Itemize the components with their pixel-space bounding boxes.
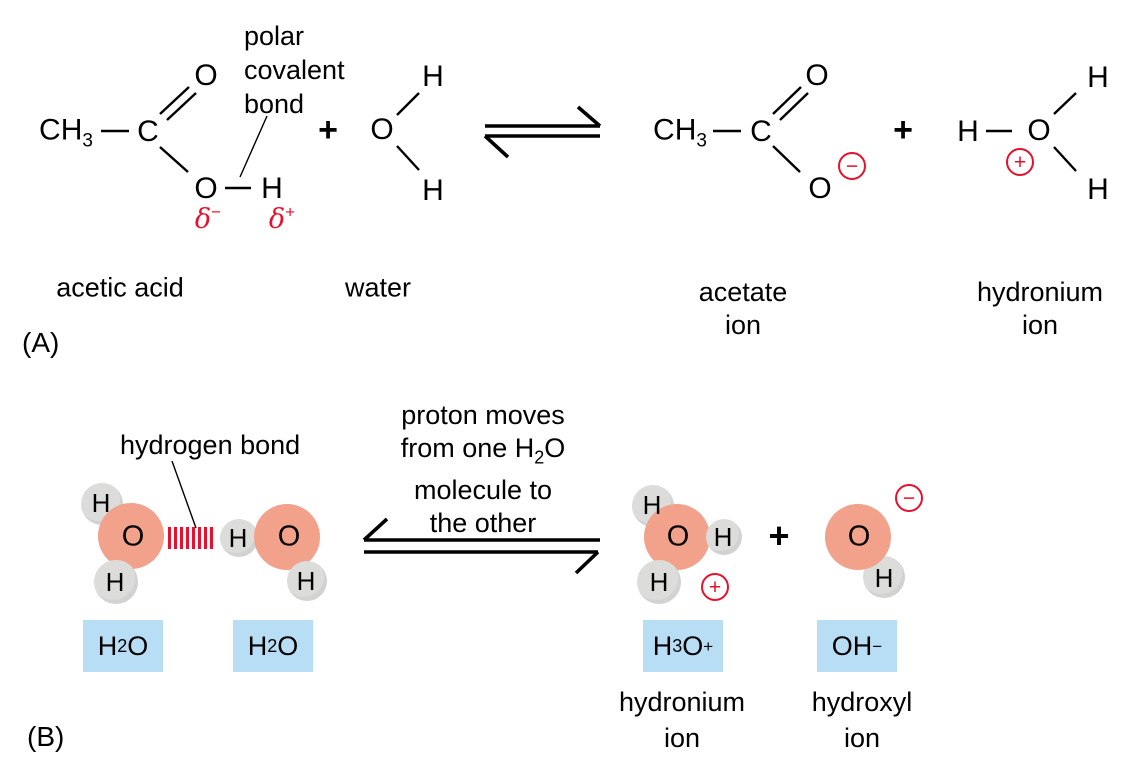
label-acetate-ion: acetate ion	[698, 277, 788, 340]
water2-o-letter: O	[277, 520, 301, 553]
hydronium-o-ball	[644, 504, 710, 570]
formula-box-oh: OH−	[817, 620, 897, 672]
label-acetic-acid: acetic acid	[56, 272, 184, 303]
panel-label-b: (B)	[27, 721, 65, 752]
water2-h-left-letter: H	[228, 523, 248, 553]
bond-c-o-double-1	[159, 86, 190, 115]
arrow-reverse-barb	[483, 134, 510, 159]
circled-plus-icon: +	[1006, 148, 1034, 176]
water1-o-ball	[98, 503, 164, 569]
hydronium-hydrogen-top: H	[1087, 61, 1109, 94]
bond-o-h-top-hydronium	[1053, 92, 1077, 115]
bond-o-h-bottom-hydronium	[1053, 146, 1077, 172]
acetic-acid-ch3-group: CH3	[39, 113, 93, 152]
water-hydrogen-top: H	[422, 60, 444, 93]
hydrogen-bond-stripes	[168, 527, 216, 549]
arrow-forward-barb	[576, 105, 602, 128]
hydronium-h-bottom-letter: H	[649, 567, 669, 597]
water2-o-ball	[254, 504, 320, 570]
bond-water-o-h-top	[396, 92, 420, 116]
bond-c-o-double-2	[166, 92, 197, 121]
hydronium-oxygen: O	[1027, 114, 1051, 147]
plus-sign-a-left: +	[318, 111, 338, 149]
water-oxygen: O	[370, 113, 394, 146]
label-water: water	[344, 272, 412, 303]
hydroxyl-h-letter: H	[874, 563, 894, 593]
panel-label-a: (A)	[22, 327, 60, 358]
hydronium-hydrogen-bottom: H	[1087, 173, 1109, 206]
label-hydronium-ion-b: hydronium ion	[618, 687, 746, 753]
acetic-acid-hydroxyl-oxygen: O	[194, 172, 218, 205]
acetate-charged-oxygen: O	[808, 172, 832, 205]
hydronium-h-ball-right	[706, 519, 742, 555]
hydronium-hydrogen-left: H	[957, 115, 979, 148]
delta-minus-symbol: δ−	[194, 202, 222, 235]
equilibrium-arrows-b	[362, 517, 600, 575]
hydroxyl-o-ball	[825, 504, 891, 570]
hydronium-h-ball-bottom	[637, 560, 681, 604]
plus-sign-b: +	[768, 515, 790, 556]
delta-plus-symbol: δ+	[268, 202, 296, 235]
arrow-forward-barb	[574, 550, 600, 575]
water1-h-ball-bottom	[94, 560, 138, 604]
polar-bond-pointer-line	[239, 115, 268, 178]
water2-h-bottom-letter: H	[296, 566, 316, 596]
acetic-acid-carbonyl-oxygen: O	[194, 59, 218, 92]
hydrogen-bond-label: hydrogen bond	[120, 430, 301, 460]
plus-sign-a-right: +	[893, 111, 913, 149]
label-hydroxyl-ion: hydroxyl ion	[811, 687, 913, 753]
hydronium-h-topleft-letter: H	[642, 490, 662, 520]
water2-h-ball-bottom	[287, 561, 327, 601]
bond-water-o-h-bottom	[396, 145, 420, 171]
water-hydrogen-bottom: H	[422, 174, 444, 207]
acetate-ch3-group: CH3	[653, 113, 707, 152]
equilibrium-arrows-a	[483, 105, 602, 159]
acetate-carbon: C	[750, 115, 772, 148]
acetate-carbonyl-oxygen: O	[805, 59, 829, 92]
water1-o-letter: O	[121, 520, 145, 553]
bond-c-o-single	[159, 146, 189, 173]
bond-c-o-single-acetate	[772, 145, 801, 173]
label-hydronium-ion-a: hydronium ion	[976, 277, 1104, 340]
water1-h-top-letter: H	[91, 488, 111, 518]
bond-c-o-double-2-acetate	[779, 92, 809, 121]
circled-minus-icon-b: −	[895, 484, 923, 512]
proton-moves-caption: proton moves from one H2O molecule to th…	[400, 400, 566, 539]
hydroxyl-o-letter: O	[847, 520, 871, 553]
hydronium-o-letter: O	[666, 520, 690, 553]
water2-h-ball-left	[220, 519, 258, 557]
hydrogen-bond-pointer-line	[171, 460, 197, 529]
circled-plus-icon-b: +	[701, 573, 729, 601]
water1-h-bottom-letter: H	[105, 567, 125, 597]
acetic-acid-carbon: C	[137, 115, 159, 148]
circled-minus-icon: −	[838, 152, 866, 180]
arrow-reverse-barb	[362, 517, 389, 542]
hydronium-h-right-letter: H	[713, 522, 733, 552]
polar-covalent-bond-label: polar covalent bond	[244, 21, 345, 119]
bond-c-o-double-1-acetate	[772, 86, 802, 115]
acetic-acid-hydroxyl-hydrogen: H	[261, 172, 283, 205]
